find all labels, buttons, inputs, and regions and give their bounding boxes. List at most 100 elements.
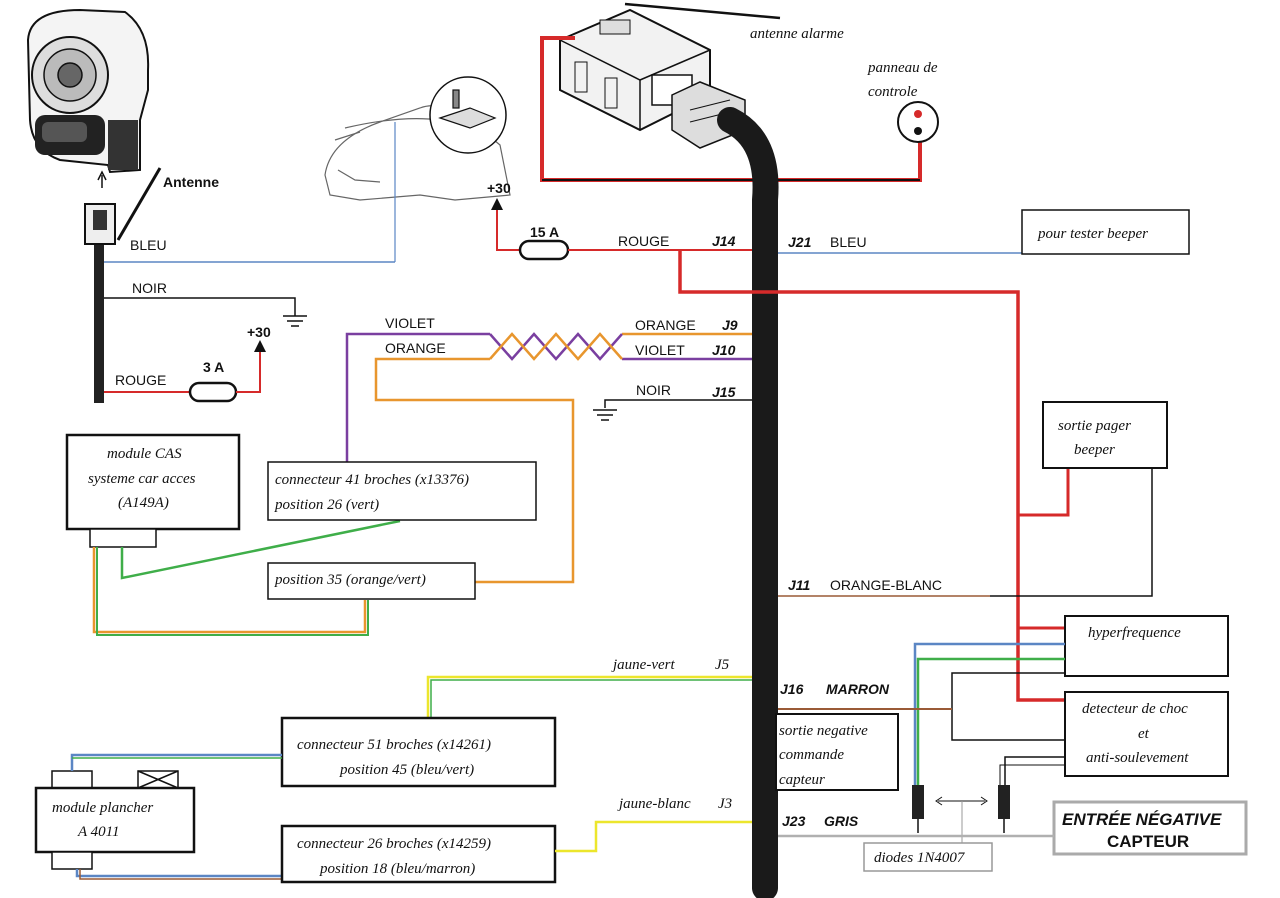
connecteur-41-label-1: connecteur 41 broches (x13376) <box>275 472 469 488</box>
hyperfrequence-box <box>1064 615 1229 677</box>
orange-blanc-label: ORANGE-BLANC <box>830 577 942 593</box>
entree-negative-box <box>1052 800 1248 856</box>
diodes-box <box>863 842 993 872</box>
arrow-up-icon <box>491 198 503 210</box>
marron-label: MARRON <box>826 681 890 697</box>
pin-j10: J10 <box>712 342 736 358</box>
plancher-connector-left <box>51 770 93 789</box>
connecteur-51-label-2: position 45 (bleu/vert) <box>339 762 474 778</box>
pin-j15: J15 <box>712 384 736 400</box>
diode-left-icon <box>912 785 924 819</box>
sortie-negative-label-3: capteur <box>779 772 825 788</box>
jaune-vert-label: jaune-vert <box>611 657 675 673</box>
rouge-branch-wire <box>678 250 1065 702</box>
hyperfrequence-label: hyperfrequence <box>1088 625 1181 641</box>
fuse-15a-icon <box>518 239 570 261</box>
plancher-blue-brown-wire <box>75 869 282 878</box>
sortie-pager-box <box>1042 401 1168 469</box>
ground-icon <box>593 409 617 421</box>
jaune-blanc-label: jaune-blanc <box>617 796 691 812</box>
module-cas-connector <box>89 528 157 548</box>
jaune-vert-j5-wire <box>426 675 752 718</box>
violet-left-wire <box>345 332 490 462</box>
fuse-15a-label: 15 A <box>530 224 559 240</box>
jaune-blanc-j3-wire <box>555 820 752 853</box>
twisted-pair-orange <box>489 332 623 361</box>
plancher-blue-green-wire <box>70 753 282 771</box>
position-35-box <box>267 562 476 600</box>
pin-j14: J14 <box>712 233 736 249</box>
twisted-pair-violet <box>489 332 623 361</box>
pin-j11: J11 <box>788 577 811 593</box>
ground-icon <box>283 315 307 327</box>
panneau-label-1: panneau de <box>867 60 938 76</box>
car-illustration <box>324 76 511 262</box>
noir-j15-label: NOIR <box>636 382 671 398</box>
pin-j23: J23 <box>782 813 806 829</box>
orange-left-label: ORANGE <box>385 340 446 356</box>
orange-left-wire <box>374 357 575 584</box>
antenne-label: Antenne <box>163 174 219 190</box>
hyper-blue-wire <box>913 642 1065 785</box>
pin-j5: J5 <box>715 657 730 673</box>
connecteur-41-label-2: position 26 (vert) <box>274 497 379 513</box>
connecteur-26-label-2: position 18 (bleu/marron) <box>319 861 475 877</box>
sortie-pager-label-1: sortie pager <box>1058 418 1131 434</box>
position-35-label: position 35 (orange/vert) <box>274 572 426 588</box>
fuse-3a-icon <box>188 381 238 403</box>
pin-j16: J16 <box>780 681 804 697</box>
siren-noir-label: NOIR <box>132 280 167 296</box>
siren-rouge-label: ROUGE <box>115 372 166 388</box>
gris-label: GRIS <box>824 813 859 829</box>
cas-orange-wire <box>92 547 367 634</box>
entree-negative-label-1: ENTRÉE NÉGATIVE <box>1062 810 1222 829</box>
pin-j3: J3 <box>718 796 732 812</box>
noir-j15-wire <box>604 399 752 408</box>
detecteur-choc-label-3: anti-soulevement <box>1086 750 1189 766</box>
entree-negative-label-2: CAPTEUR <box>1107 832 1189 851</box>
module-cas-label-1: module CAS <box>107 446 182 462</box>
fuse-3a-label: 3 A <box>203 359 224 375</box>
plancher-connector-bottom <box>51 851 93 870</box>
module-plancher-label-1: module plancher <box>52 800 153 816</box>
rouge-top-label: ROUGE <box>618 233 669 249</box>
cas-green-wire <box>120 519 401 580</box>
pin-j21: J21 <box>788 234 812 250</box>
module-cas-label-3: (A149A) <box>118 495 169 511</box>
sortie-pager-label-2: beeper <box>1074 442 1115 458</box>
hyper-green-wire <box>916 657 1065 785</box>
bleu-right-label: BLEU <box>830 234 867 250</box>
module-cas-box <box>65 433 241 531</box>
antenne-alarme-label: antenne alarme <box>750 26 844 42</box>
detecteur-choc-label-1: detecteur de choc <box>1082 701 1188 717</box>
plus30-left-label: +30 <box>247 324 271 340</box>
connecteur-26-box <box>280 824 557 884</box>
siren-noir-wire <box>104 297 296 316</box>
connecteur-41-box <box>267 461 537 521</box>
connecteur-26-label-1: connecteur 26 broches (x14259) <box>297 836 491 852</box>
tester-beeper-box <box>1021 209 1190 255</box>
alarm-module <box>559 8 746 149</box>
pin-j9: J9 <box>722 317 738 333</box>
module-plancher-label-2: A 4011 <box>77 824 120 840</box>
sortie-negative-box <box>775 713 899 791</box>
diode-right-icon <box>998 785 1010 819</box>
panneau-label-2: controle <box>868 84 918 100</box>
tester-beeper-label: pour tester beeper <box>1037 226 1148 242</box>
sortie-negative-label-2: commande <box>779 747 844 763</box>
violet-left-label: VIOLET <box>385 315 435 331</box>
detecteur-choc-label-2: et <box>1138 726 1150 742</box>
module-cas-label-2: systeme car acces <box>88 471 196 487</box>
plus30-top-label: +30 <box>487 180 511 196</box>
arrow-up-icon <box>254 340 266 352</box>
control-panel-led <box>897 101 939 143</box>
detecteur-choc-box <box>1064 691 1229 777</box>
module-plancher-box <box>34 786 196 854</box>
sortie-negative-label-1: sortie negative <box>779 723 868 739</box>
diodes-label: diodes 1N4007 <box>874 850 966 866</box>
siren-illustration <box>26 8 162 403</box>
violet-j10-label: VIOLET <box>635 342 685 358</box>
siren-bleu-label: BLEU <box>130 237 167 253</box>
orange-j9-label: ORANGE <box>635 317 696 333</box>
